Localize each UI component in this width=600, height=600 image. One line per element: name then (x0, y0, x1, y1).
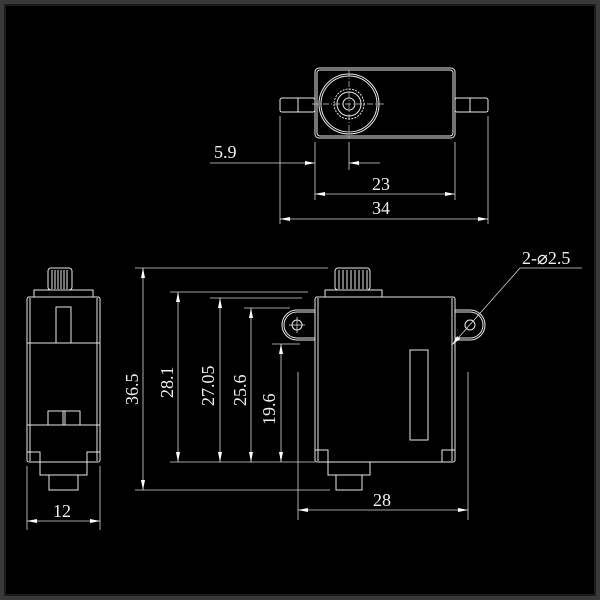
dim-total-height: 36.5 (122, 374, 142, 406)
dim-overall-width: 34 (372, 198, 390, 218)
front-view: 36.5 28.1 27.05 25.6 19.6 28 2-⌀2.5 (122, 248, 582, 520)
dim-body-width: 23 (372, 174, 390, 194)
dim-mount-height: 19.6 (259, 394, 279, 426)
servo-body-front (314, 296, 456, 463)
mount-hole-right (464, 319, 476, 331)
mount-tab-right (454, 97, 489, 113)
dim-body-length: 28 (373, 490, 391, 510)
hole-callout: 2-⌀2.5 (522, 248, 570, 268)
side-view: 12 (26, 267, 101, 530)
mount-ear-right (455, 309, 486, 341)
top-view: 5.9 23 34 (210, 67, 489, 224)
dim-depth: 12 (53, 501, 71, 521)
dim-height-a: 28.1 (157, 367, 177, 399)
dim-height-b: 27.05 (198, 366, 218, 407)
dim-height-c: 25.6 (230, 375, 250, 407)
label-slot (409, 349, 429, 441)
mount-ear-left (281, 309, 315, 341)
dim-shaft-offset: 5.9 (214, 142, 237, 162)
